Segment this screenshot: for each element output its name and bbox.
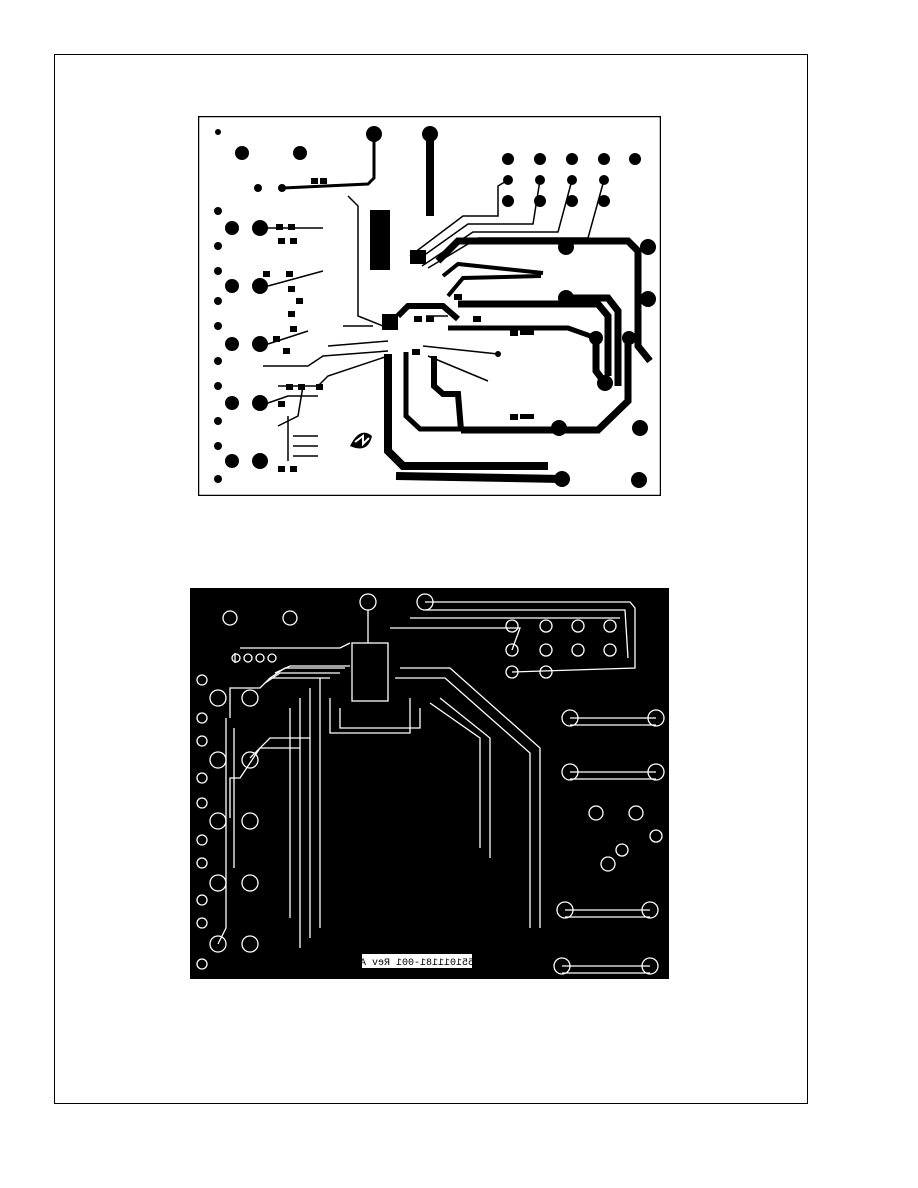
pcb-top-layer-figure	[198, 116, 661, 496]
bottom-traces	[217, 601, 656, 974]
top-pads	[214, 126, 656, 488]
pcb-top-layer-artwork	[198, 116, 661, 496]
national-logo	[350, 432, 372, 449]
page-border	[54, 54, 808, 1104]
pcb-bottom-layer-figure: 551011181-001 Rev A	[190, 588, 669, 979]
pcb-bottom-layer-artwork: 551011181-001 Rev A	[190, 588, 669, 979]
top-smd-pads	[263, 178, 534, 472]
bottom-silkscreen: 551011181-001 Rev A	[360, 954, 474, 969]
board-revision-label: 551011181-001 Rev A	[360, 958, 474, 969]
